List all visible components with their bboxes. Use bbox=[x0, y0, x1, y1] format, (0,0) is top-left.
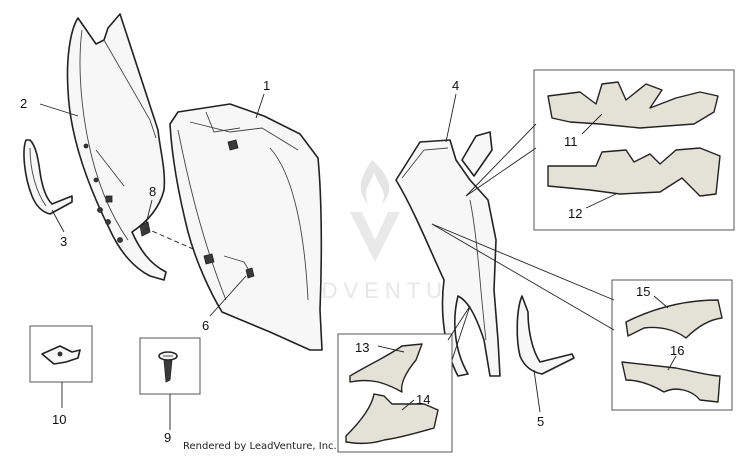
flame-logo-icon bbox=[360, 160, 390, 204]
part-2-side-panel bbox=[66, 13, 167, 281]
callout-5: 5 bbox=[537, 414, 544, 429]
callout-3: 3 bbox=[60, 234, 67, 249]
rendered-by-footer: Rendered by LeadVenture, Inc. bbox=[183, 441, 337, 452]
v-logo-icon bbox=[350, 212, 400, 262]
callout-8: 8 bbox=[149, 184, 156, 199]
callout-1: 1 bbox=[263, 78, 270, 93]
callout-6: 6 bbox=[202, 318, 209, 333]
callout-14: 14 bbox=[416, 392, 430, 407]
part-4-front-piece bbox=[395, 131, 501, 377]
part-5-trim bbox=[516, 295, 575, 375]
callout-4: 4 bbox=[452, 78, 459, 93]
part-10-clip bbox=[41, 345, 81, 365]
part-16-rubber-strip bbox=[621, 361, 721, 403]
part-13-rubber-strip bbox=[349, 343, 423, 393]
part-1-inner-panel bbox=[169, 103, 323, 351]
callout-12: 12 bbox=[568, 206, 582, 221]
part-14-rubber-strip bbox=[345, 393, 439, 445]
part-3-trim bbox=[23, 139, 73, 215]
part-9-screw bbox=[158, 351, 178, 383]
callout-9: 9 bbox=[164, 430, 171, 445]
callout-15: 15 bbox=[636, 284, 650, 299]
callout-13: 13 bbox=[355, 340, 369, 355]
callout-16: 16 bbox=[670, 343, 684, 358]
callout-11: 11 bbox=[564, 134, 578, 149]
part-11-rubber-strip bbox=[547, 81, 719, 129]
part-12-rubber-strip bbox=[547, 147, 721, 197]
callout-2: 2 bbox=[20, 96, 27, 111]
callout-10: 10 bbox=[52, 412, 66, 427]
part-15-rubber-strip bbox=[625, 299, 723, 339]
